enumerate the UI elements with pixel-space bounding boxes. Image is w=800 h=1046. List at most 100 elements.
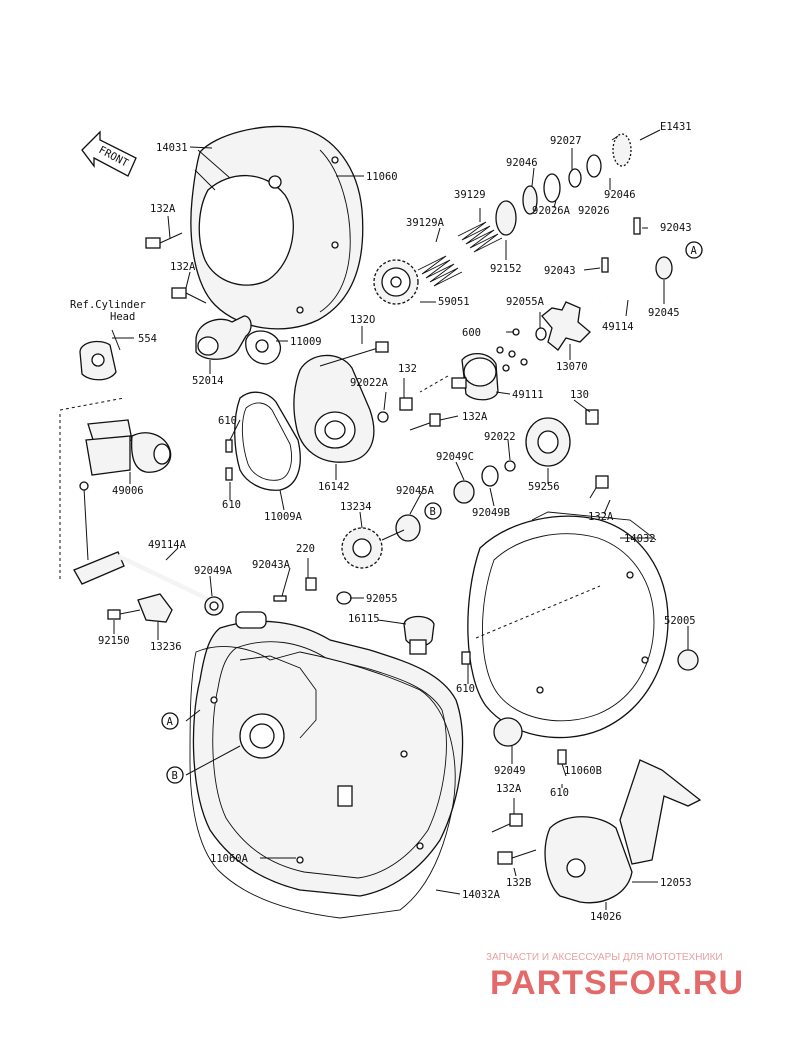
ring-92152: [495, 200, 517, 236]
gear-13234: [341, 527, 405, 569]
label-e1431: E1431: [660, 121, 692, 133]
impeller-59256: [525, 417, 571, 467]
label-92027: 92027: [550, 135, 582, 147]
dowel-pin-610-a: [225, 439, 233, 453]
part-labels: 14031 11060 132A 132A Ref.Cylinder Head …: [70, 121, 696, 923]
balls-600: [496, 328, 528, 372]
watermark-tagline: ЗАПЧАСТИ И АКСЕССУАРЫ ДЛЯ МОТОТЕХНИКИ: [486, 952, 723, 963]
bearing-92026a: [543, 173, 561, 203]
label-16142: 16142: [318, 481, 350, 493]
label-92055a: 92055A: [506, 296, 545, 308]
label-13236: 13236: [150, 641, 182, 653]
shaft-49114a: [73, 551, 211, 603]
label-92049a: 92049A: [194, 565, 233, 577]
seal-92045: [655, 256, 673, 280]
label-52014: 52014: [192, 375, 224, 387]
label-92043-1: 92043: [660, 222, 692, 234]
label-92046-2: 92046: [604, 189, 636, 201]
label-92049b: 92049B: [472, 507, 510, 519]
generator-cover: [190, 125, 364, 330]
label-52005: 52005: [664, 615, 696, 627]
bearing-92045a: [395, 514, 421, 542]
washer-92022a: [377, 411, 389, 423]
bearing-92049c: [453, 480, 475, 504]
pin-92043a: [273, 595, 287, 602]
bolt-220: [305, 577, 317, 591]
bolt-132a-upper: [145, 232, 183, 249]
label-14031: 14031: [156, 142, 188, 154]
plug-16115: [403, 615, 435, 655]
label-92045: 92045: [648, 307, 680, 319]
cylinder-head-ref-part: [79, 329, 121, 381]
bolt-132: [399, 397, 413, 411]
pump-housing-16142: [293, 354, 375, 463]
gear-59051: [373, 259, 419, 305]
label-11009a: 11009A: [264, 511, 303, 523]
clutch-cover-14032: [467, 511, 669, 739]
bolt-132a-right: [589, 475, 609, 499]
label-92049: 92049: [494, 765, 526, 777]
bearing-92046-b: [612, 133, 632, 167]
label-49114a: 49114A: [148, 539, 187, 551]
label-132a-3: 132A: [462, 411, 488, 423]
label-610-2: 610: [222, 499, 241, 511]
label-11009: 11009: [290, 336, 322, 348]
dowel-pin-610-c: [461, 651, 471, 665]
label-610-4: 610: [550, 787, 569, 799]
gasket-11009a: [234, 391, 301, 491]
label-92022: 92022: [484, 431, 516, 443]
label-132a-1: 132A: [150, 203, 176, 215]
label-39129: 39129: [454, 189, 486, 201]
label-92046-1: 92046: [506, 157, 538, 169]
spring-39129: [457, 221, 503, 253]
watermark-brand: PARTSFOR.RU: [490, 964, 744, 1002]
stopper-13236: [137, 593, 173, 623]
watermark: ЗАПЧАСТИ И АКСЕССУАРЫ ДЛЯ МОТОТЕХНИКИ PA…: [486, 952, 744, 1002]
label-132: 132: [398, 363, 417, 375]
seal-92049: [493, 717, 523, 747]
label-554: 554: [138, 333, 157, 345]
label-132a-4: 132A: [588, 511, 614, 523]
governor-49111: [451, 353, 499, 401]
hose-elbow-52014: [195, 315, 252, 360]
label-92055: 92055: [366, 593, 398, 605]
label-49006: 49006: [112, 485, 144, 497]
oring-92055a: [535, 327, 547, 341]
dowel-pin-610-d: [557, 749, 567, 765]
leader-lines: [59, 129, 689, 910]
washer-92046-a: [522, 185, 538, 215]
callout-b-lower: B: [166, 766, 184, 784]
bolt-132o: [319, 341, 389, 367]
front-arrow-icon: FRONT: [81, 130, 137, 177]
label-39129a: 39129A: [406, 217, 445, 229]
label-92026: 92026: [578, 205, 610, 217]
label-13234: 13234: [340, 501, 372, 513]
crankcase-cover-14032a: [192, 611, 464, 897]
label-132a-2: 132A: [170, 261, 196, 273]
label-92043a: 92043A: [252, 559, 291, 571]
svg-text:B: B: [172, 770, 178, 782]
gasket-11009: [245, 330, 281, 365]
label-220: 220: [296, 543, 315, 555]
impeller-13070: [541, 301, 591, 351]
bolt-92150: [107, 609, 141, 620]
ref-cylinder-label-2: Head: [110, 311, 135, 323]
spring-39129a: [417, 255, 463, 287]
ref-cylinder-label: Ref.Cylinder: [70, 299, 146, 311]
label-92043-2: 92043: [544, 265, 576, 277]
label-610-3: 610: [456, 683, 475, 695]
washer-92027: [568, 168, 582, 188]
label-59256: 59256: [528, 481, 560, 493]
label-13070: 13070: [556, 361, 588, 373]
lever-assembly-49006: [79, 419, 172, 561]
label-11060: 11060: [366, 171, 398, 183]
shaft-49114: [598, 267, 666, 305]
bolt-132b: [497, 849, 537, 865]
label-92022a: 92022A: [350, 377, 389, 389]
bolt-132a-lower: [491, 813, 523, 833]
label-92045a: 92045A: [396, 485, 435, 497]
label-14032: 14032: [624, 533, 656, 545]
seal-52005: [677, 649, 699, 671]
